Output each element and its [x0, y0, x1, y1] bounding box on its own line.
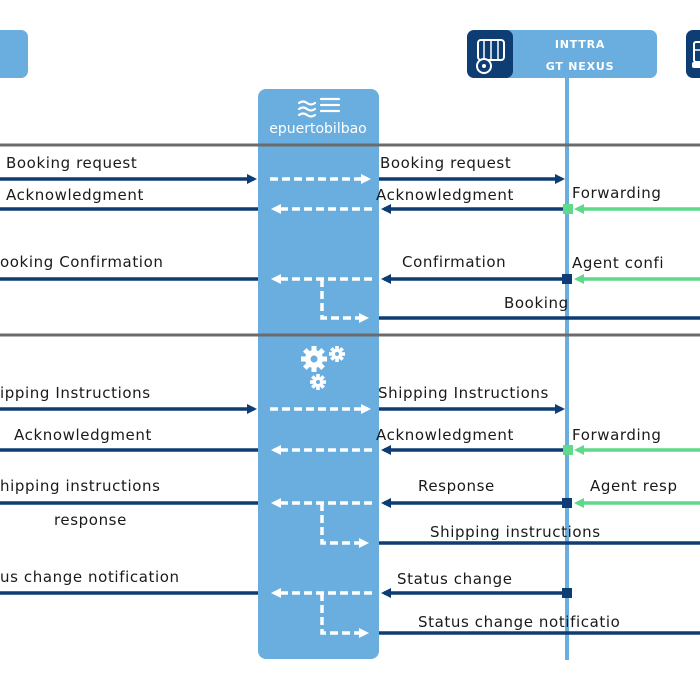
- label-si-left: ipping Instructions: [0, 384, 151, 402]
- label-confirmation: Confirmation: [402, 253, 506, 271]
- label-response: Response: [418, 477, 495, 495]
- label-status-change: Status change: [397, 570, 513, 588]
- platform-logo-text: epuertobilbao: [269, 121, 367, 137]
- waves-logo-icon: [297, 97, 341, 118]
- label-booking-request-right: Booking request: [380, 154, 511, 172]
- arrow-status-branch: [320, 593, 369, 638]
- label-booking: Booking: [504, 294, 569, 312]
- node-forwarding-2: [563, 445, 573, 455]
- label-ack-left-1: Acknowledgment: [6, 186, 144, 204]
- label-si-response-left-1: hipping instructions: [0, 477, 161, 495]
- inttra-title: INTTRA: [555, 38, 605, 51]
- gears-icon: [301, 346, 345, 390]
- label-status-notification-left: us change notification: [0, 568, 180, 586]
- node-status-change: [562, 588, 572, 598]
- label-agent-response: Agent resp: [590, 477, 678, 495]
- label-ack-right-1: Acknowledgment: [376, 186, 514, 204]
- label-status-change-notification: Status change notificatio: [418, 613, 620, 631]
- label-booking-request-left: Booking request: [6, 154, 137, 172]
- gt-nexus-title: GT NEXUS: [546, 60, 615, 73]
- arrow-confirmation-branch: [320, 279, 369, 323]
- label-si-response-left-2: response: [54, 511, 127, 529]
- inttra-participant-box: [470, 30, 657, 78]
- node-response: [562, 498, 572, 508]
- node-forwarding-1: [563, 204, 573, 214]
- label-agent-confirmation: Agent confi: [572, 254, 664, 272]
- label-shipping-instructions: Shipping instructions: [430, 523, 601, 541]
- node-confirmation: [562, 274, 572, 284]
- label-ack-left-2: Acknowledgment: [14, 426, 152, 444]
- left-participant-box: [0, 30, 28, 78]
- label-ack-right-2: Acknowledgment: [376, 426, 514, 444]
- label-forwarding-2: Forwarding: [572, 426, 662, 444]
- label-si-right: Shipping Instructions: [378, 384, 549, 402]
- label-forwarding-1: Forwarding: [572, 184, 662, 202]
- ship-icon: [692, 41, 700, 68]
- arrow-response-branch: [320, 503, 369, 548]
- label-booking-confirmation-left: ooking Confirmation: [0, 253, 163, 271]
- container-truck-icon: [476, 39, 505, 74]
